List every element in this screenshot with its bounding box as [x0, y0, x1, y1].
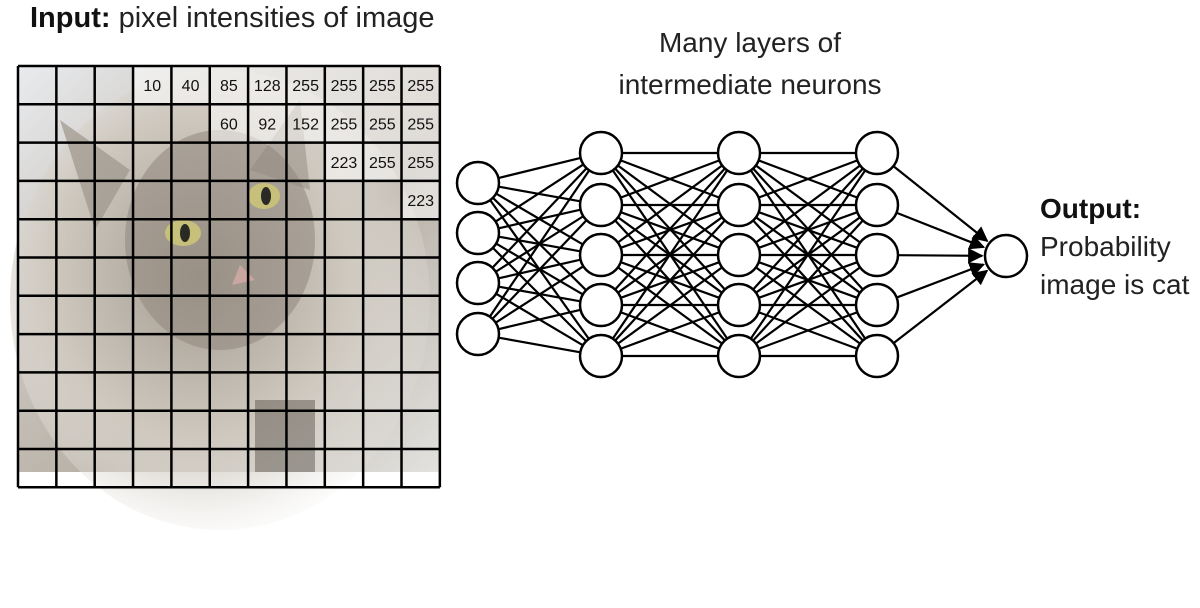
connection-line: [896, 211, 986, 250]
connection-line: [495, 265, 584, 324]
pixel-cell-bg: [286, 104, 325, 143]
connection-line: [892, 269, 989, 345]
connection-line: [614, 219, 726, 342]
pixel-value: 255: [407, 78, 434, 95]
connection-line: [758, 311, 858, 350]
pixel-cell-bg: [248, 104, 287, 143]
connection-line: [488, 169, 591, 318]
pixel-cell-bg: [324, 104, 364, 143]
hidden-neuron: [578, 282, 624, 328]
connection-line: [614, 167, 726, 291]
hidden-layers-caption-line2: intermediate neurons: [618, 69, 882, 100]
connection-line: [758, 159, 858, 199]
output-label-line1: Probability: [1040, 231, 1171, 262]
network-connections: [488, 151, 989, 358]
output-label-line2: image is cat: [1040, 269, 1190, 300]
hidden-neuron: [854, 232, 900, 278]
connection-line: [498, 308, 581, 331]
hidden-neuron: [578, 182, 624, 228]
hidden-neuron: [716, 232, 762, 278]
pixel-cell-bg: [209, 104, 249, 143]
hidden-neuron: [716, 282, 762, 328]
hidden-neuron: [854, 282, 900, 328]
input-title-rest: pixel intensities of image: [110, 2, 435, 34]
pixel-value: 152: [292, 116, 319, 133]
connection-line: [892, 165, 989, 242]
hidden-neuron: [854, 333, 900, 379]
hidden-neuron: [716, 333, 762, 379]
connection-line: [617, 266, 723, 345]
input-neuron: [455, 210, 501, 256]
connection-line: [617, 164, 723, 244]
connection-line: [752, 219, 864, 342]
pixel-value: 255: [331, 116, 358, 133]
pixel-cell-bg: [401, 142, 440, 181]
connection-line: [755, 164, 861, 244]
connection-line: [749, 169, 867, 340]
input-title: Input: pixel intensities of image: [30, 2, 435, 35]
pixel-value: 255: [407, 155, 434, 172]
pixel-cell-bg: [401, 180, 440, 220]
input-neuron: [455, 160, 501, 206]
input-neuron: [455, 311, 501, 357]
hidden-neuron: [716, 182, 762, 228]
input-title-bold: Input:: [30, 2, 111, 34]
connection-line: [498, 156, 581, 180]
pixel-grid: 10 40 85 128 255 255 255 255 60 92 152 255 255 255 223…: [16, 64, 442, 489]
pixel-value: 255: [331, 78, 358, 95]
pixel-value: 223: [407, 193, 434, 210]
connection-line: [620, 311, 720, 350]
connection-line: [752, 167, 864, 291]
pixel-cell-bg: [286, 66, 325, 105]
neural-network: [455, 130, 1029, 379]
hidden-layers-caption: Many layers of intermediate neurons: [560, 22, 940, 106]
pixel-value: 60: [220, 116, 238, 133]
connection-line: [495, 163, 584, 223]
connection-line: [620, 159, 720, 199]
hidden-neuron: [578, 333, 624, 379]
pixel-cell-bg: [363, 142, 402, 181]
hidden-neuron: [716, 130, 762, 176]
pixel-value: 255: [407, 116, 434, 133]
pixel-cell-bg: [209, 66, 249, 105]
connection-line: [491, 219, 588, 320]
pixel-value: 85: [220, 78, 238, 95]
pixel-cell-bg: [401, 66, 440, 105]
pixel-value: 92: [258, 116, 276, 133]
hidden-neuron: [854, 182, 900, 228]
pixel-cell-bg: [363, 66, 402, 105]
pixel-value: 223: [331, 155, 358, 172]
pixel-cell-bg: [363, 104, 402, 143]
pixel-cell-bg: [324, 66, 364, 105]
connection-line: [498, 336, 581, 354]
pixel-value: 10: [143, 78, 161, 95]
pixel-cell-bg: [324, 142, 364, 181]
output-label: Output: Probability image is cat: [1040, 190, 1189, 304]
pixel-cell-bg: [401, 104, 440, 143]
pixel-value: 128: [254, 78, 281, 95]
hidden-layers-caption-line1: Many layers of: [658, 27, 842, 58]
connection-line: [897, 248, 984, 264]
pixel-value: 255: [369, 78, 396, 95]
pixel-value: 255: [369, 155, 396, 172]
pixel-value: 255: [292, 78, 319, 95]
input-neuron: [455, 260, 501, 306]
output-neuron: [983, 233, 1029, 279]
connection-line: [491, 167, 588, 269]
output-label-head: Output:: [1040, 193, 1142, 224]
connection-line: [755, 266, 861, 345]
pixel-value: 255: [369, 116, 396, 133]
connection-line: [896, 262, 986, 299]
hidden-neuron: [854, 130, 900, 176]
pixel-value: 40: [182, 78, 200, 95]
pixel-cell-bg: [171, 66, 210, 105]
pixel-cell-bg: [248, 66, 287, 105]
connection-line: [611, 169, 729, 340]
pixel-cell-bg: [133, 66, 172, 105]
hidden-neuron: [578, 130, 624, 176]
hidden-neuron: [578, 232, 624, 278]
